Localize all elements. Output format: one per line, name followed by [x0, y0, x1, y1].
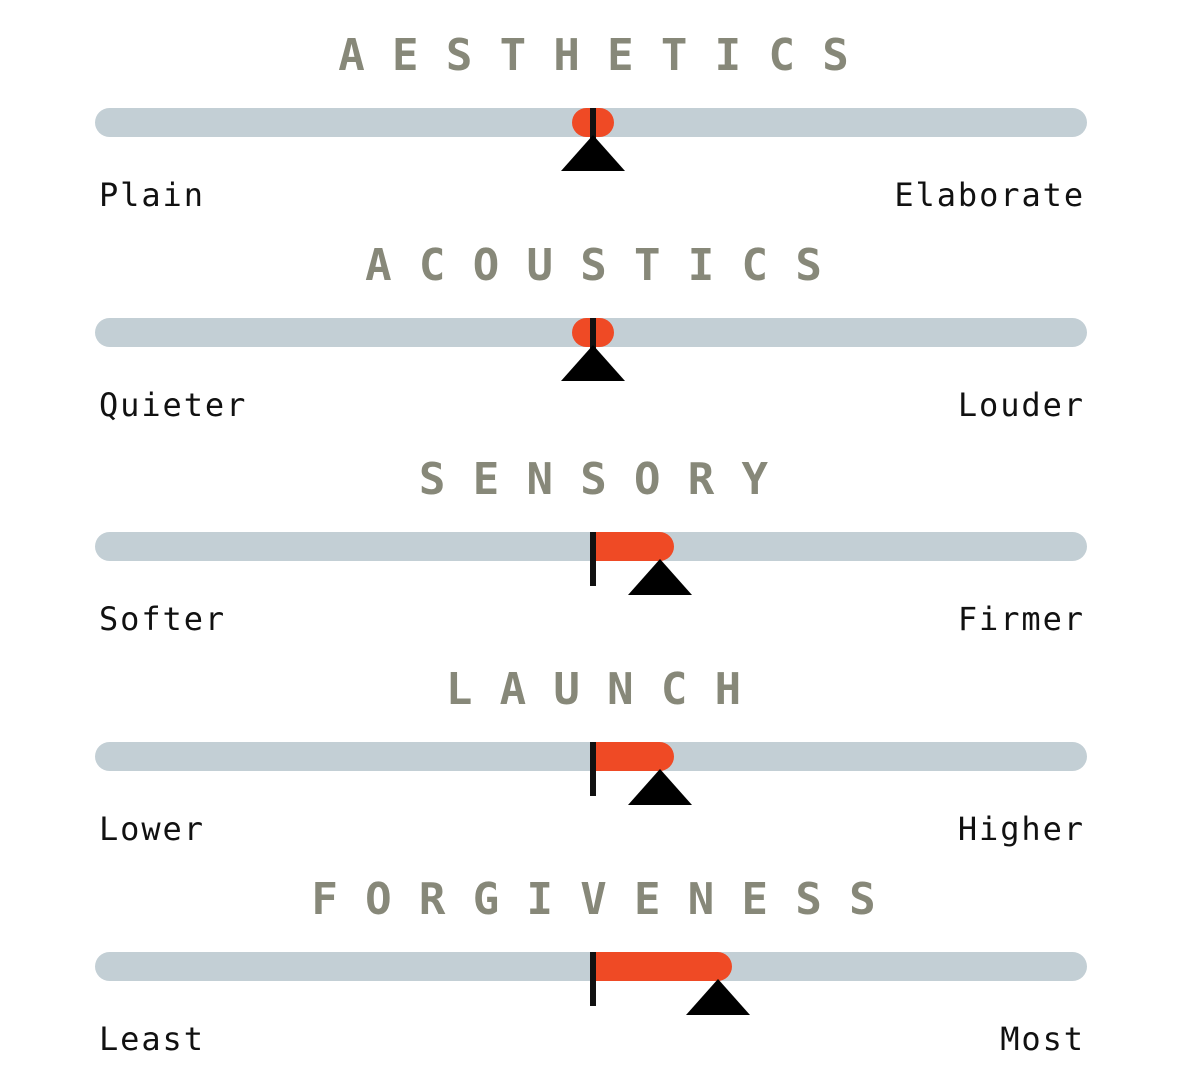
- low-end-label: Softer: [99, 600, 227, 638]
- rating-pointer: [685, 979, 750, 1015]
- rating-scale-aesthetics: AESTHETICS Plain Elaborate: [0, 0, 1200, 214]
- rating-scale-sensory: SENSORY Softer Firmer: [0, 424, 1200, 638]
- high-end-label: Higher: [957, 810, 1085, 848]
- scale-fill: [593, 742, 675, 771]
- rating-scale-acoustics: ACOUSTICS Quieter Louder: [0, 210, 1200, 424]
- scale-title: FORGIVENESS: [311, 874, 903, 925]
- rating-scale-forgiveness: FORGIVENESS Least Most: [0, 844, 1200, 1058]
- scale-fill: [593, 532, 675, 561]
- scale-title: ACOUSTICS: [365, 240, 850, 291]
- low-end-label: Quieter: [99, 386, 248, 424]
- high-end-label: Louder: [957, 386, 1085, 424]
- rating-pointer: [628, 559, 693, 595]
- scale-title: LAUNCH: [445, 664, 769, 715]
- rating-pointer: [628, 769, 693, 805]
- scale-title: SENSORY: [418, 454, 796, 505]
- center-mark: [590, 952, 596, 1006]
- high-end-label: Most: [1000, 1020, 1085, 1058]
- low-end-label: Plain: [99, 176, 205, 214]
- low-end-label: Lower: [99, 810, 205, 848]
- scale-fill: [593, 952, 732, 981]
- center-mark: [590, 742, 596, 796]
- high-end-label: Elaborate: [894, 176, 1085, 214]
- rating-pointer: [561, 135, 625, 171]
- center-mark: [590, 532, 596, 586]
- rating-pointer: [561, 345, 625, 381]
- scale-title: AESTHETICS: [338, 30, 876, 81]
- low-end-label: Least: [99, 1020, 205, 1058]
- rating-scale-launch: LAUNCH Lower Higher: [0, 634, 1200, 848]
- high-end-label: Firmer: [957, 600, 1085, 638]
